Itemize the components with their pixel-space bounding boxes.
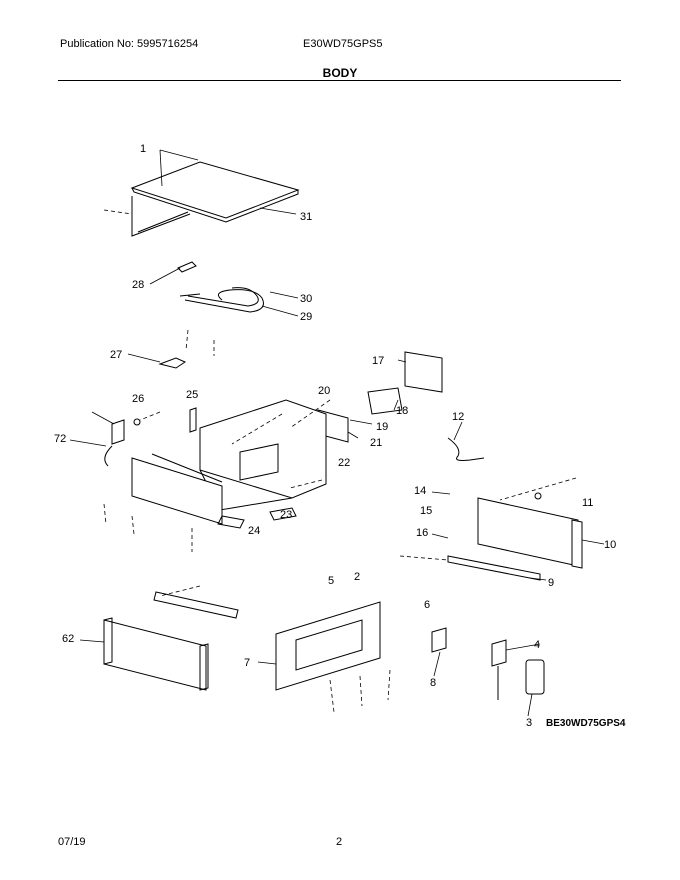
callout-6: 6 [424, 599, 430, 611]
callout-72: 72 [54, 433, 66, 445]
callout-17: 17 [372, 355, 384, 367]
callout-27: 27 [110, 349, 122, 361]
callout-9: 9 [548, 577, 554, 589]
part-hinge-4 [491, 639, 507, 667]
callout-12: 12 [452, 411, 464, 423]
part-bracket-28 [177, 261, 197, 273]
part-relay-board [367, 387, 403, 415]
callout-15: 15 [420, 505, 432, 517]
callout-3: 3 [526, 717, 532, 729]
callout-23: 23 [280, 509, 292, 521]
header-rule [58, 80, 621, 81]
publication-number: Publication No: 5995716254 [60, 38, 199, 50]
part-wire-72 [104, 445, 113, 467]
part-left-panel [131, 453, 223, 525]
page-title: BODY [322, 66, 358, 80]
callout-30: 30 [300, 293, 312, 305]
diagram-reference: BE30WD75GPS4 [546, 718, 626, 729]
callout-14: 14 [414, 485, 426, 497]
callout-22: 22 [338, 457, 350, 469]
footer-date: 07/19 [58, 836, 86, 848]
part-bracket-24 [217, 515, 245, 529]
part-bracket-9 [153, 591, 239, 619]
page-number: 2 [336, 836, 343, 848]
leader-lines [69, 149, 605, 717]
part-control-board [404, 351, 443, 393]
callout-10: 10 [604, 539, 616, 551]
model-number: E30WD75GPS5 [303, 38, 383, 50]
part-rail-9 [447, 555, 541, 581]
part-plate-25 [111, 419, 125, 445]
callout-16: 16 [416, 527, 428, 539]
callout-7: 7 [244, 657, 250, 669]
callout-25: 25 [186, 389, 198, 401]
part-trim-62 [103, 617, 209, 691]
part-switch-11 [534, 492, 542, 500]
callout-5: 5 [328, 575, 334, 587]
assembly-dashes [103, 209, 577, 713]
callout-62: 62 [62, 633, 74, 645]
callout-21: 21 [370, 437, 382, 449]
part-sensor-26 [133, 418, 141, 426]
part-right-panel [477, 497, 583, 569]
part-power-cord [447, 437, 485, 461]
part-cover-3 [525, 659, 545, 695]
callout-8: 8 [430, 677, 436, 689]
callout-2: 2 [354, 571, 360, 583]
callout-19: 19 [376, 421, 388, 433]
callout-labels: 1 31 28 30 29 27 17 18 19 20 21 22 12 25… [54, 143, 616, 729]
part-top-panel [130, 161, 300, 237]
callout-28: 28 [132, 279, 144, 291]
callout-18: 18 [396, 405, 408, 417]
callout-26: 26 [132, 393, 144, 405]
callout-24: 24 [248, 525, 260, 537]
callout-31: 31 [300, 211, 312, 223]
part-latch-8 [431, 627, 447, 653]
callout-4: 4 [534, 639, 540, 651]
callout-20: 20 [318, 385, 330, 397]
callout-11: 11 [582, 497, 593, 509]
part-bracket-27 [158, 357, 187, 369]
part-bracket-25 [189, 407, 197, 433]
part-bracket-23 [269, 507, 297, 521]
part-heating-element [179, 287, 264, 313]
callout-29: 29 [300, 311, 312, 323]
callout-1: 1 [140, 143, 146, 155]
part-door-frame [275, 601, 381, 691]
